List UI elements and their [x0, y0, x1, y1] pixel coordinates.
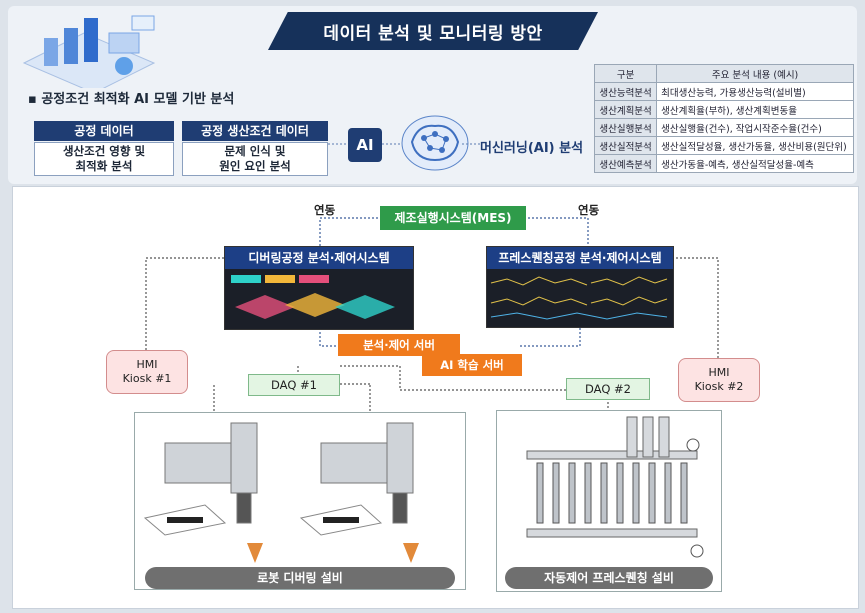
robot-equipment-label: 로봇 디버링 설비 [145, 567, 455, 589]
press-system-title: 프레스퀜칭공정 분석·제어시스템 [487, 247, 673, 269]
deburring-system-title: 디버링공정 분석·제어시스템 [225, 247, 413, 269]
press-quenching-illustration [526, 416, 704, 558]
daq-1-box: DAQ #1 [248, 374, 340, 396]
factory-illustration [22, 15, 156, 88]
auto-equipment-frame: 자동제어 프레스퀜칭 설비 [496, 410, 722, 592]
analysis-server-box: 분석·제어 서버 [338, 334, 460, 356]
table-cell-category: 생산계획분석 [593, 100, 658, 119]
process-data-line1: 생산조건 영향 및 [62, 144, 146, 158]
hmi2-line1: HMI [708, 366, 730, 379]
ai-chip-icon: AI [348, 128, 382, 162]
table-cell-category: 생산실행분석 [593, 118, 658, 137]
ml-analysis-label: 머신러닝(AI) 분석 [480, 141, 584, 156]
robot-equipment-frame: 로봇 디버링 설비 [134, 412, 466, 590]
robot-deburring-illustration [143, 422, 419, 563]
link-label-right: 연동 [578, 203, 600, 217]
table-cell-category: 생산예측분석 [593, 154, 658, 173]
hmi2-line2: Kiosk #2 [694, 380, 744, 393]
table-cell-content: 생산가동율-예측, 생산실적달성율-예측 [656, 154, 854, 173]
dotted-connector-icon [462, 143, 480, 145]
production-data-header: 공정 생산조건 데이터 [182, 121, 328, 141]
table-cell-content: 생산계획율(부하), 생산계획변동율 [656, 100, 854, 119]
hmi1-line2: Kiosk #1 [122, 372, 172, 385]
table-header: 구분 [593, 64, 658, 83]
brain-icon [401, 115, 469, 171]
table-cell-category: 생산능력분석 [593, 82, 658, 101]
link-label-left: 연동 [314, 203, 336, 217]
page-title: 데이터 분석 및 모니터링 방안 [268, 12, 598, 50]
daq-2-box: DAQ #2 [566, 378, 650, 400]
table-cell-content: 생산실적달성율, 생산가동율, 생산비용(원단위) [656, 136, 854, 155]
hmi1-line1: HMI [136, 358, 158, 371]
ai-server-box: AI 학습 서버 [422, 354, 522, 376]
production-data-line1: 문제 인식 및 [224, 144, 286, 158]
dashboard-graphic [231, 275, 395, 319]
process-data-header: 공정 데이터 [34, 121, 174, 141]
auto-equipment-label: 자동제어 프레스퀜칭 설비 [505, 567, 713, 589]
dotted-connector-icon [382, 143, 400, 145]
table-cell-content: 최대생산능력, 가용생산능력(설비별) [656, 82, 854, 101]
production-data-line2: 원인 요인 분석 [219, 159, 291, 173]
bullet-text: ▪ 공정조건 최적화 AI 모델 기반 분석 [28, 92, 235, 107]
bullet-label: 공정조건 최적화 AI 모델 기반 분석 [41, 92, 235, 107]
deburring-system-screen: 디버링공정 분석·제어시스템 [224, 246, 414, 330]
process-data-line2: 최적화 분석 [75, 159, 133, 173]
mes-box: 제조실행시스템(MES) [380, 206, 526, 230]
press-system-screen: 프레스퀜칭공정 분석·제어시스템 [486, 246, 674, 328]
dashboard-graphic [490, 276, 668, 320]
